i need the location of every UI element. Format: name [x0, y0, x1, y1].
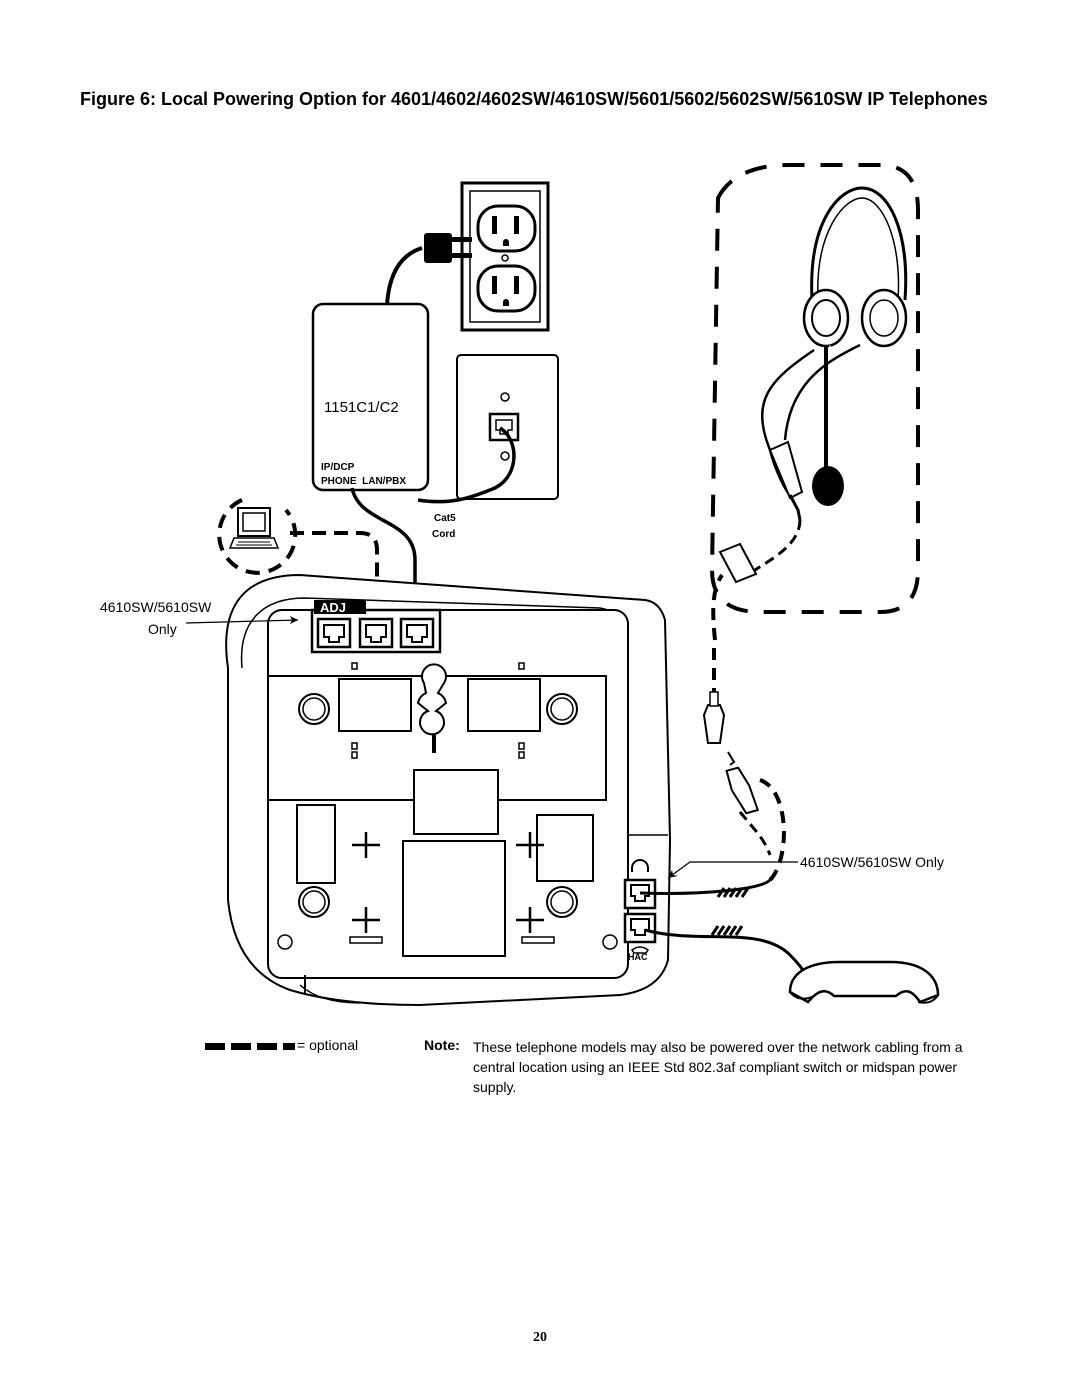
handset-jack-icon — [630, 946, 650, 954]
power-supply-1151: 1151C1/C2 IP/DCP PHONE LAN/PBX — [311, 302, 430, 492]
power-supply-model: 1151C1/C2 — [324, 399, 399, 416]
adj-label: ADJ — [320, 600, 346, 615]
page-number: 20 — [533, 1330, 547, 1345]
legend-optional-swatch — [205, 1043, 295, 1050]
headset — [718, 186, 908, 584]
figure-caption: Figure 6: Local Powering Option for 4601… — [80, 89, 988, 109]
pc-port-callout-arrow — [185, 619, 299, 624]
handset-cord — [644, 928, 810, 981]
cat5-cord — [417, 426, 516, 504]
pc-port-callout-line1: 4610SW/5610SW — [100, 599, 212, 615]
headset-port-callout: 4610SW/5610SW Only — [800, 854, 944, 870]
coil-marks — [710, 925, 744, 936]
optional-headset-area — [709, 163, 920, 614]
hac-label: HAC — [628, 952, 648, 962]
optional-pc-cord — [290, 531, 379, 630]
optional-pc — [217, 498, 298, 575]
headset-disconnect — [702, 691, 772, 856]
lan-jack-icon — [399, 617, 435, 649]
phone-jack-icon — [358, 617, 394, 649]
wall-data-jack — [456, 354, 559, 500]
rear-jack-panel: ADJ — [310, 600, 442, 654]
wall-power-outlet — [460, 181, 550, 332]
headset-port-callout-arrow — [667, 861, 798, 879]
power-supply-port-top: IP/DCP — [321, 462, 355, 473]
pc-jack-icon — [316, 617, 352, 649]
cable-label-line2: Cord — [432, 529, 455, 540]
power-plug — [385, 233, 472, 306]
note-text: These telephone models may also be power… — [473, 1039, 963, 1095]
handset — [788, 960, 940, 1004]
headset-jack-icon — [631, 859, 649, 872]
wall-mount-features — [298, 662, 578, 759]
headset-cord-optional — [711, 573, 786, 882]
phone-cord-to-ps — [350, 487, 417, 630]
pc-port-callout-line2: Only — [148, 621, 177, 637]
power-supply-port-bottom: PHONE LAN/PBX — [321, 476, 406, 487]
base-lower-features — [277, 769, 618, 957]
legend-optional-label: = optional — [297, 1037, 359, 1053]
cable-label-line1: Cat5 — [434, 513, 456, 524]
note-label: Note: — [424, 1037, 460, 1053]
